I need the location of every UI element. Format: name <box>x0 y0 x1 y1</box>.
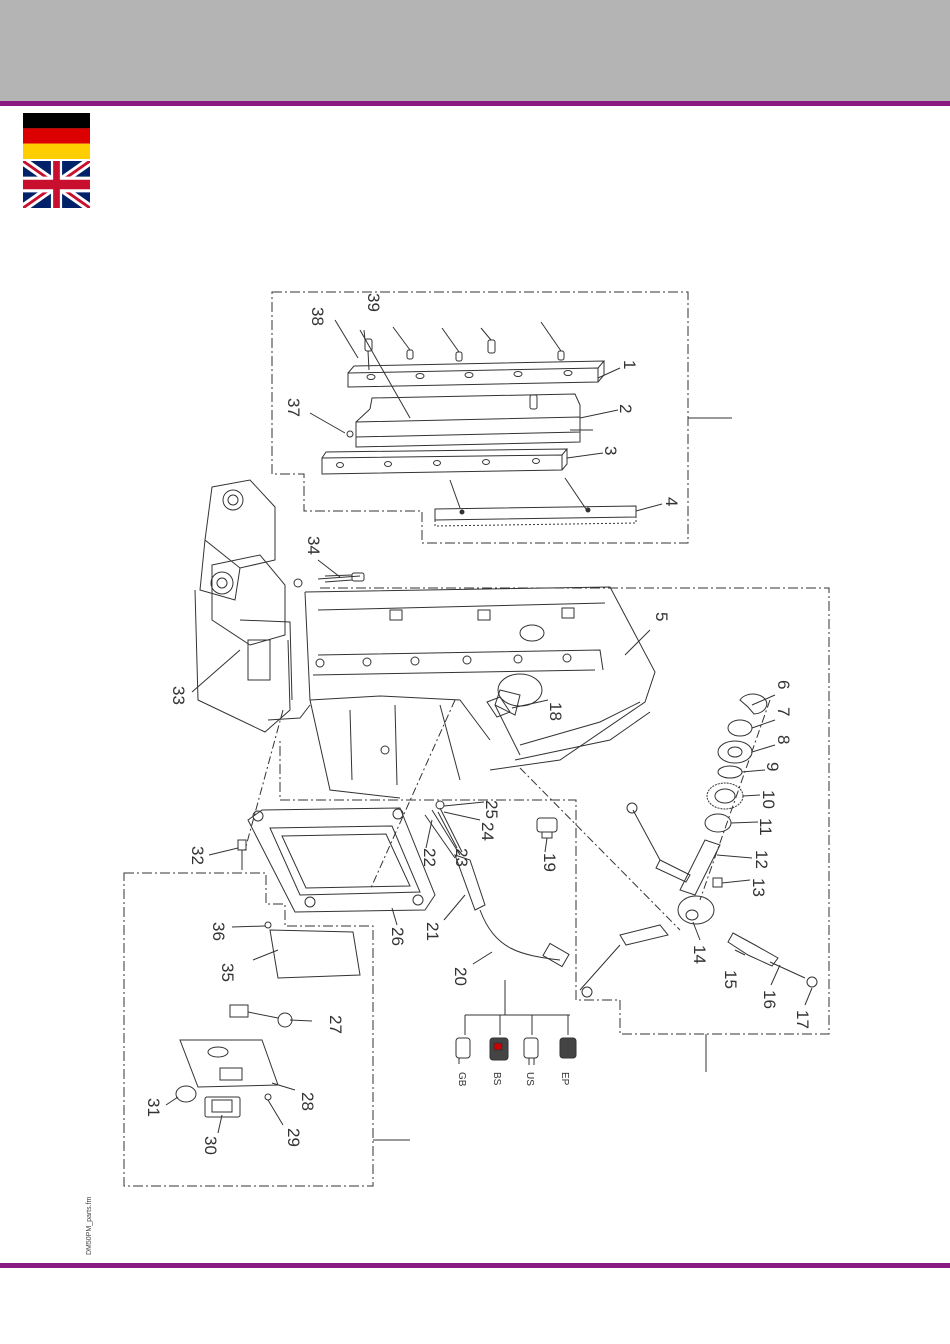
part-30-switch <box>205 1097 240 1117</box>
callout-25: 25 <box>482 800 501 819</box>
part-37-screw <box>347 431 353 437</box>
part-9-ring <box>718 766 742 778</box>
callout-5: 5 <box>652 612 671 621</box>
callout-4: 4 <box>662 497 681 506</box>
plug-bs-icon <box>490 1038 508 1060</box>
callout-2: 2 <box>616 404 635 413</box>
part-2-dovetail <box>356 394 593 447</box>
part-20-plug <box>543 943 569 966</box>
callout-9: 9 <box>763 762 782 771</box>
part-14-hub <box>678 896 714 924</box>
part-13-screw <box>713 878 722 887</box>
part-31-knob <box>176 1086 196 1102</box>
callout-16: 16 <box>760 990 779 1009</box>
callout-21: 21 <box>423 922 442 941</box>
part-3-rail <box>322 449 588 512</box>
callout-20: 20 <box>451 967 470 986</box>
callout-14: 14 <box>690 945 709 964</box>
callout-19: 19 <box>540 853 559 872</box>
group-boundary-right <box>280 588 829 1034</box>
callout-29: 29 <box>284 1128 303 1147</box>
callout-24: 24 <box>478 822 497 841</box>
callout-12: 12 <box>752 850 771 869</box>
callout-10: 10 <box>759 790 778 809</box>
part-29-screw <box>265 1094 271 1100</box>
callout-28: 28 <box>298 1092 317 1111</box>
callout-32: 32 <box>188 846 207 865</box>
callout-37: 37 <box>284 398 303 417</box>
part-5-base <box>305 587 655 798</box>
plug-label-us: US <box>524 1072 535 1086</box>
callout-22: 22 <box>420 848 439 867</box>
part-17-nut <box>807 977 817 987</box>
callout-31: 31 <box>144 1098 163 1117</box>
part-15-handle <box>728 933 778 966</box>
callout-18: 18 <box>546 702 565 721</box>
part-10-gear <box>707 783 743 809</box>
group-boundary-top <box>272 292 688 543</box>
plug-label-ep: EP <box>559 1072 570 1086</box>
part-34-screw <box>294 573 364 587</box>
part-25-nut <box>436 801 444 809</box>
part-33-housing <box>195 480 310 732</box>
callout-39: 39 <box>364 293 383 312</box>
callout-26: 26 <box>388 927 407 946</box>
file-name-label: DM50PM_parts.fm <box>86 1197 93 1255</box>
plug-gb-icon <box>456 1038 470 1064</box>
callout-1: 1 <box>620 360 639 369</box>
callout-7: 7 <box>774 707 793 716</box>
rail-screws <box>360 322 564 418</box>
callout-3: 3 <box>601 446 620 455</box>
part-19-knob <box>537 818 557 838</box>
callout-30: 30 <box>201 1136 220 1155</box>
part-28-plate <box>180 1040 278 1087</box>
callout-33: 33 <box>169 686 188 705</box>
part-8-bearing <box>718 741 752 763</box>
part-27-switch <box>230 1005 292 1027</box>
callout-34: 34 <box>304 536 323 555</box>
callout-36: 36 <box>209 922 228 941</box>
crank-handle-upper <box>633 810 690 882</box>
callout-17: 17 <box>793 1010 812 1029</box>
part-26-frame <box>248 808 435 912</box>
plug-ep-icon <box>560 1038 576 1058</box>
callout-11: 11 <box>756 818 775 836</box>
callout-6: 6 <box>774 680 793 689</box>
callout-8: 8 <box>774 735 793 744</box>
part-32-screw <box>238 840 246 870</box>
plug-label-bs: BS <box>491 1072 502 1086</box>
part-35-cover <box>265 922 360 978</box>
callout-23: 23 <box>452 848 471 867</box>
callout-13: 13 <box>749 878 768 897</box>
plug-variant-tree <box>465 980 570 1035</box>
part-1-rail <box>348 361 604 387</box>
callout-38: 38 <box>308 307 327 326</box>
part-7-washer <box>728 720 752 736</box>
footer-accent-rule <box>0 1263 950 1268</box>
callout-leaders <box>166 320 812 1133</box>
plug-us-icon <box>524 1038 538 1065</box>
callout-35: 35 <box>218 963 237 982</box>
callout-27: 27 <box>326 1015 345 1034</box>
callout-15: 15 <box>721 970 740 989</box>
plug-label-gb: GB <box>456 1072 467 1087</box>
crank-handle-lower <box>580 925 668 990</box>
part-4-rack <box>435 506 636 526</box>
